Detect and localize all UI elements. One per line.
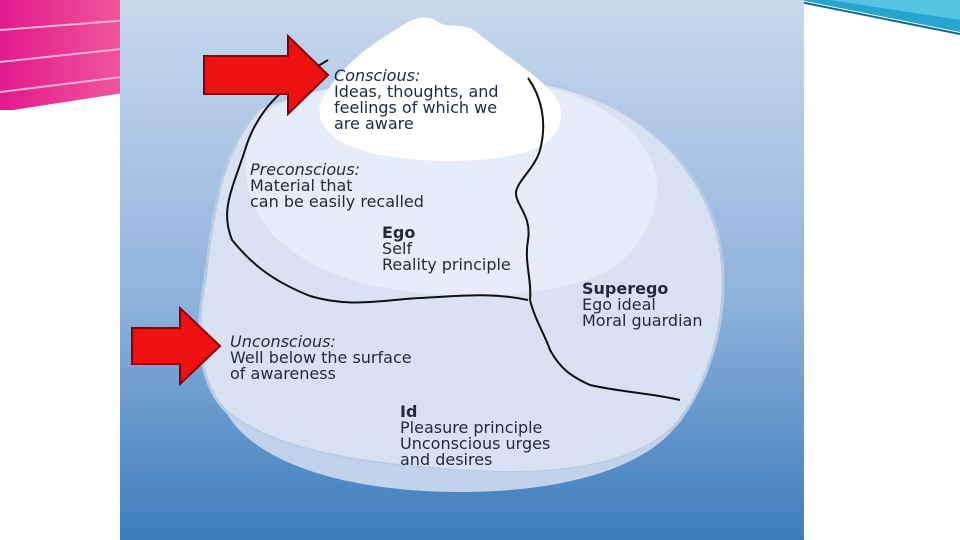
conscious-label: Conscious: Ideas, thoughts, and feelings… bbox=[334, 68, 499, 132]
conscious-line-3: are aware bbox=[334, 114, 414, 133]
superego-line-1: Ego ideal bbox=[582, 295, 656, 314]
conscious-heading: Conscious: bbox=[334, 66, 421, 85]
ego-heading: Ego bbox=[382, 223, 416, 242]
arrow-right-icon bbox=[131, 306, 222, 386]
superego-label: Superego Ego ideal Moral guardian bbox=[582, 281, 702, 329]
preconscious-line-2: can be easily recalled bbox=[250, 192, 424, 211]
arrow-right-icon bbox=[203, 34, 330, 116]
preconscious-line-1: Material that bbox=[250, 176, 353, 195]
decorative-stripes-left bbox=[0, 0, 130, 110]
iceberg-shadow bbox=[225, 410, 680, 492]
unconscious-line-1: Well below the surface bbox=[230, 348, 412, 367]
id-heading: Id bbox=[400, 402, 418, 421]
preconscious-heading: Preconscious: bbox=[250, 160, 361, 179]
id-label: Id Pleasure principle Unconscious urges … bbox=[400, 404, 550, 468]
superego-heading: Superego bbox=[582, 279, 669, 298]
conscious-preconscious-boundary bbox=[226, 59, 529, 304]
ego-line-2: Reality principle bbox=[382, 255, 511, 274]
id-line-3: and desires bbox=[400, 450, 493, 469]
unconscious-heading: Unconscious: bbox=[230, 332, 336, 351]
preconscious-label: Preconscious: Material that can be easil… bbox=[250, 162, 424, 210]
iceberg-tip bbox=[319, 17, 562, 161]
superego-line-2: Moral guardian bbox=[582, 311, 703, 330]
ego-right-boundary bbox=[514, 77, 545, 301]
unconscious-label: Unconscious: Well below the surface of a… bbox=[230, 334, 412, 382]
id-line-2: Unconscious urges bbox=[400, 434, 551, 453]
ego-label: Ego Self Reality principle bbox=[382, 225, 511, 273]
superego-boundary bbox=[529, 299, 681, 401]
ego-line-1: Self bbox=[382, 239, 413, 258]
unconscious-line-2: of awareness bbox=[230, 364, 336, 383]
decorative-stripes-right bbox=[800, 0, 960, 35]
conscious-line-2: feelings of which we bbox=[334, 98, 498, 117]
conscious-line-1: Ideas, thoughts, and bbox=[334, 82, 499, 101]
id-line-1: Pleasure principle bbox=[400, 418, 543, 437]
